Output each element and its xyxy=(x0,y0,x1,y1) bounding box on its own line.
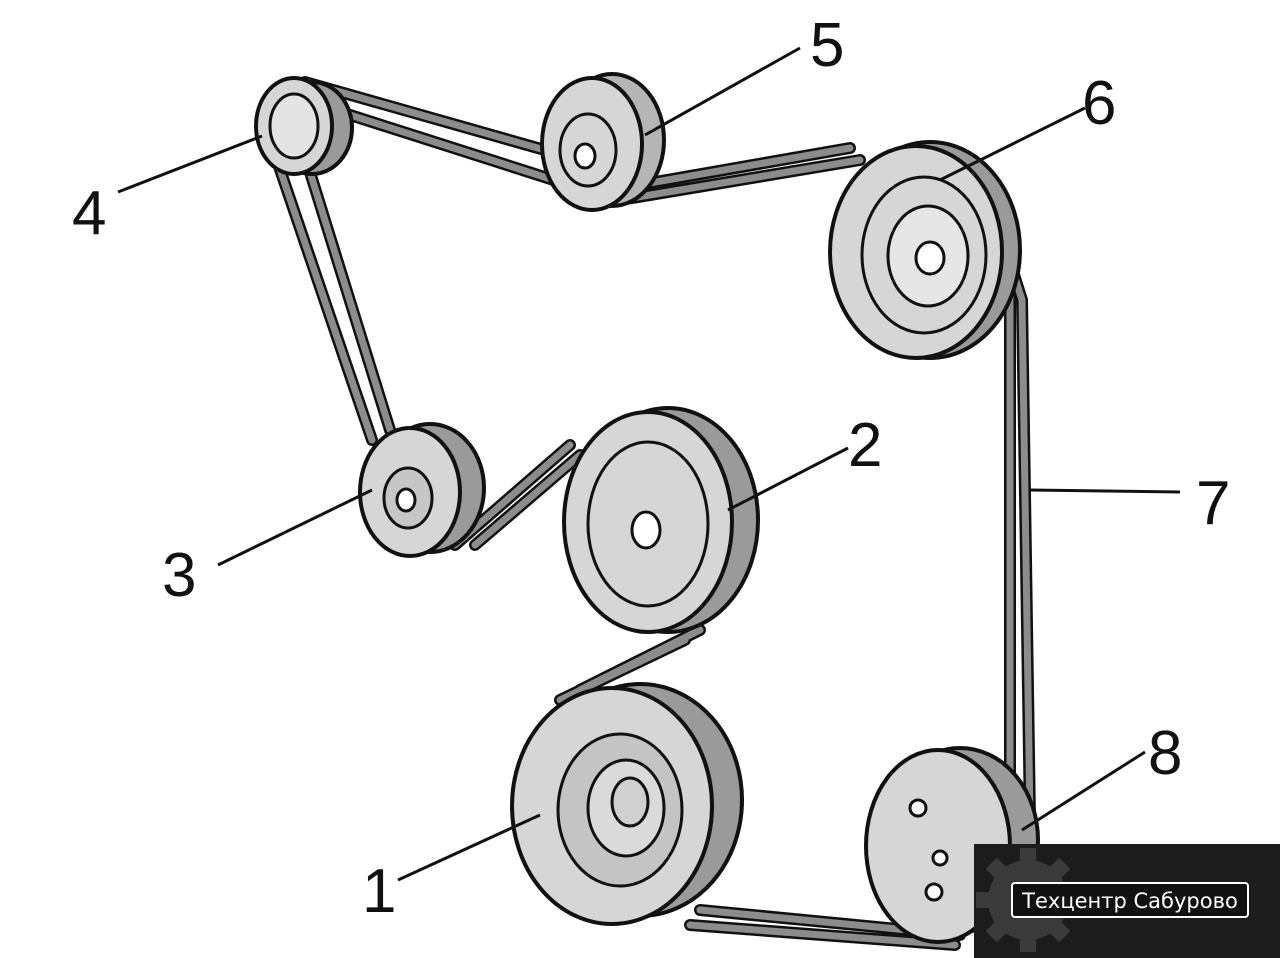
watermark-label: Техцентр Сабурово xyxy=(1021,889,1238,913)
watermark: Техцентр Сабурово xyxy=(974,844,1280,958)
pulley-2 xyxy=(562,406,760,634)
pulley-4 xyxy=(254,76,354,176)
leader-lines xyxy=(117,46,1181,882)
callout-3: 3 xyxy=(162,541,196,610)
pulley-6 xyxy=(828,140,1022,360)
callout-8: 8 xyxy=(1148,719,1182,788)
pulley-5 xyxy=(540,72,666,212)
callout-1: 1 xyxy=(362,857,396,926)
callout-2: 2 xyxy=(848,411,882,480)
callout-6: 6 xyxy=(1082,69,1116,138)
callout-7: 7 xyxy=(1196,469,1230,538)
pulley-1 xyxy=(510,682,744,926)
drive-belt xyxy=(264,76,1036,951)
pulley-3 xyxy=(358,422,486,558)
callout-5: 5 xyxy=(810,11,844,80)
callout-4: 4 xyxy=(72,179,106,248)
